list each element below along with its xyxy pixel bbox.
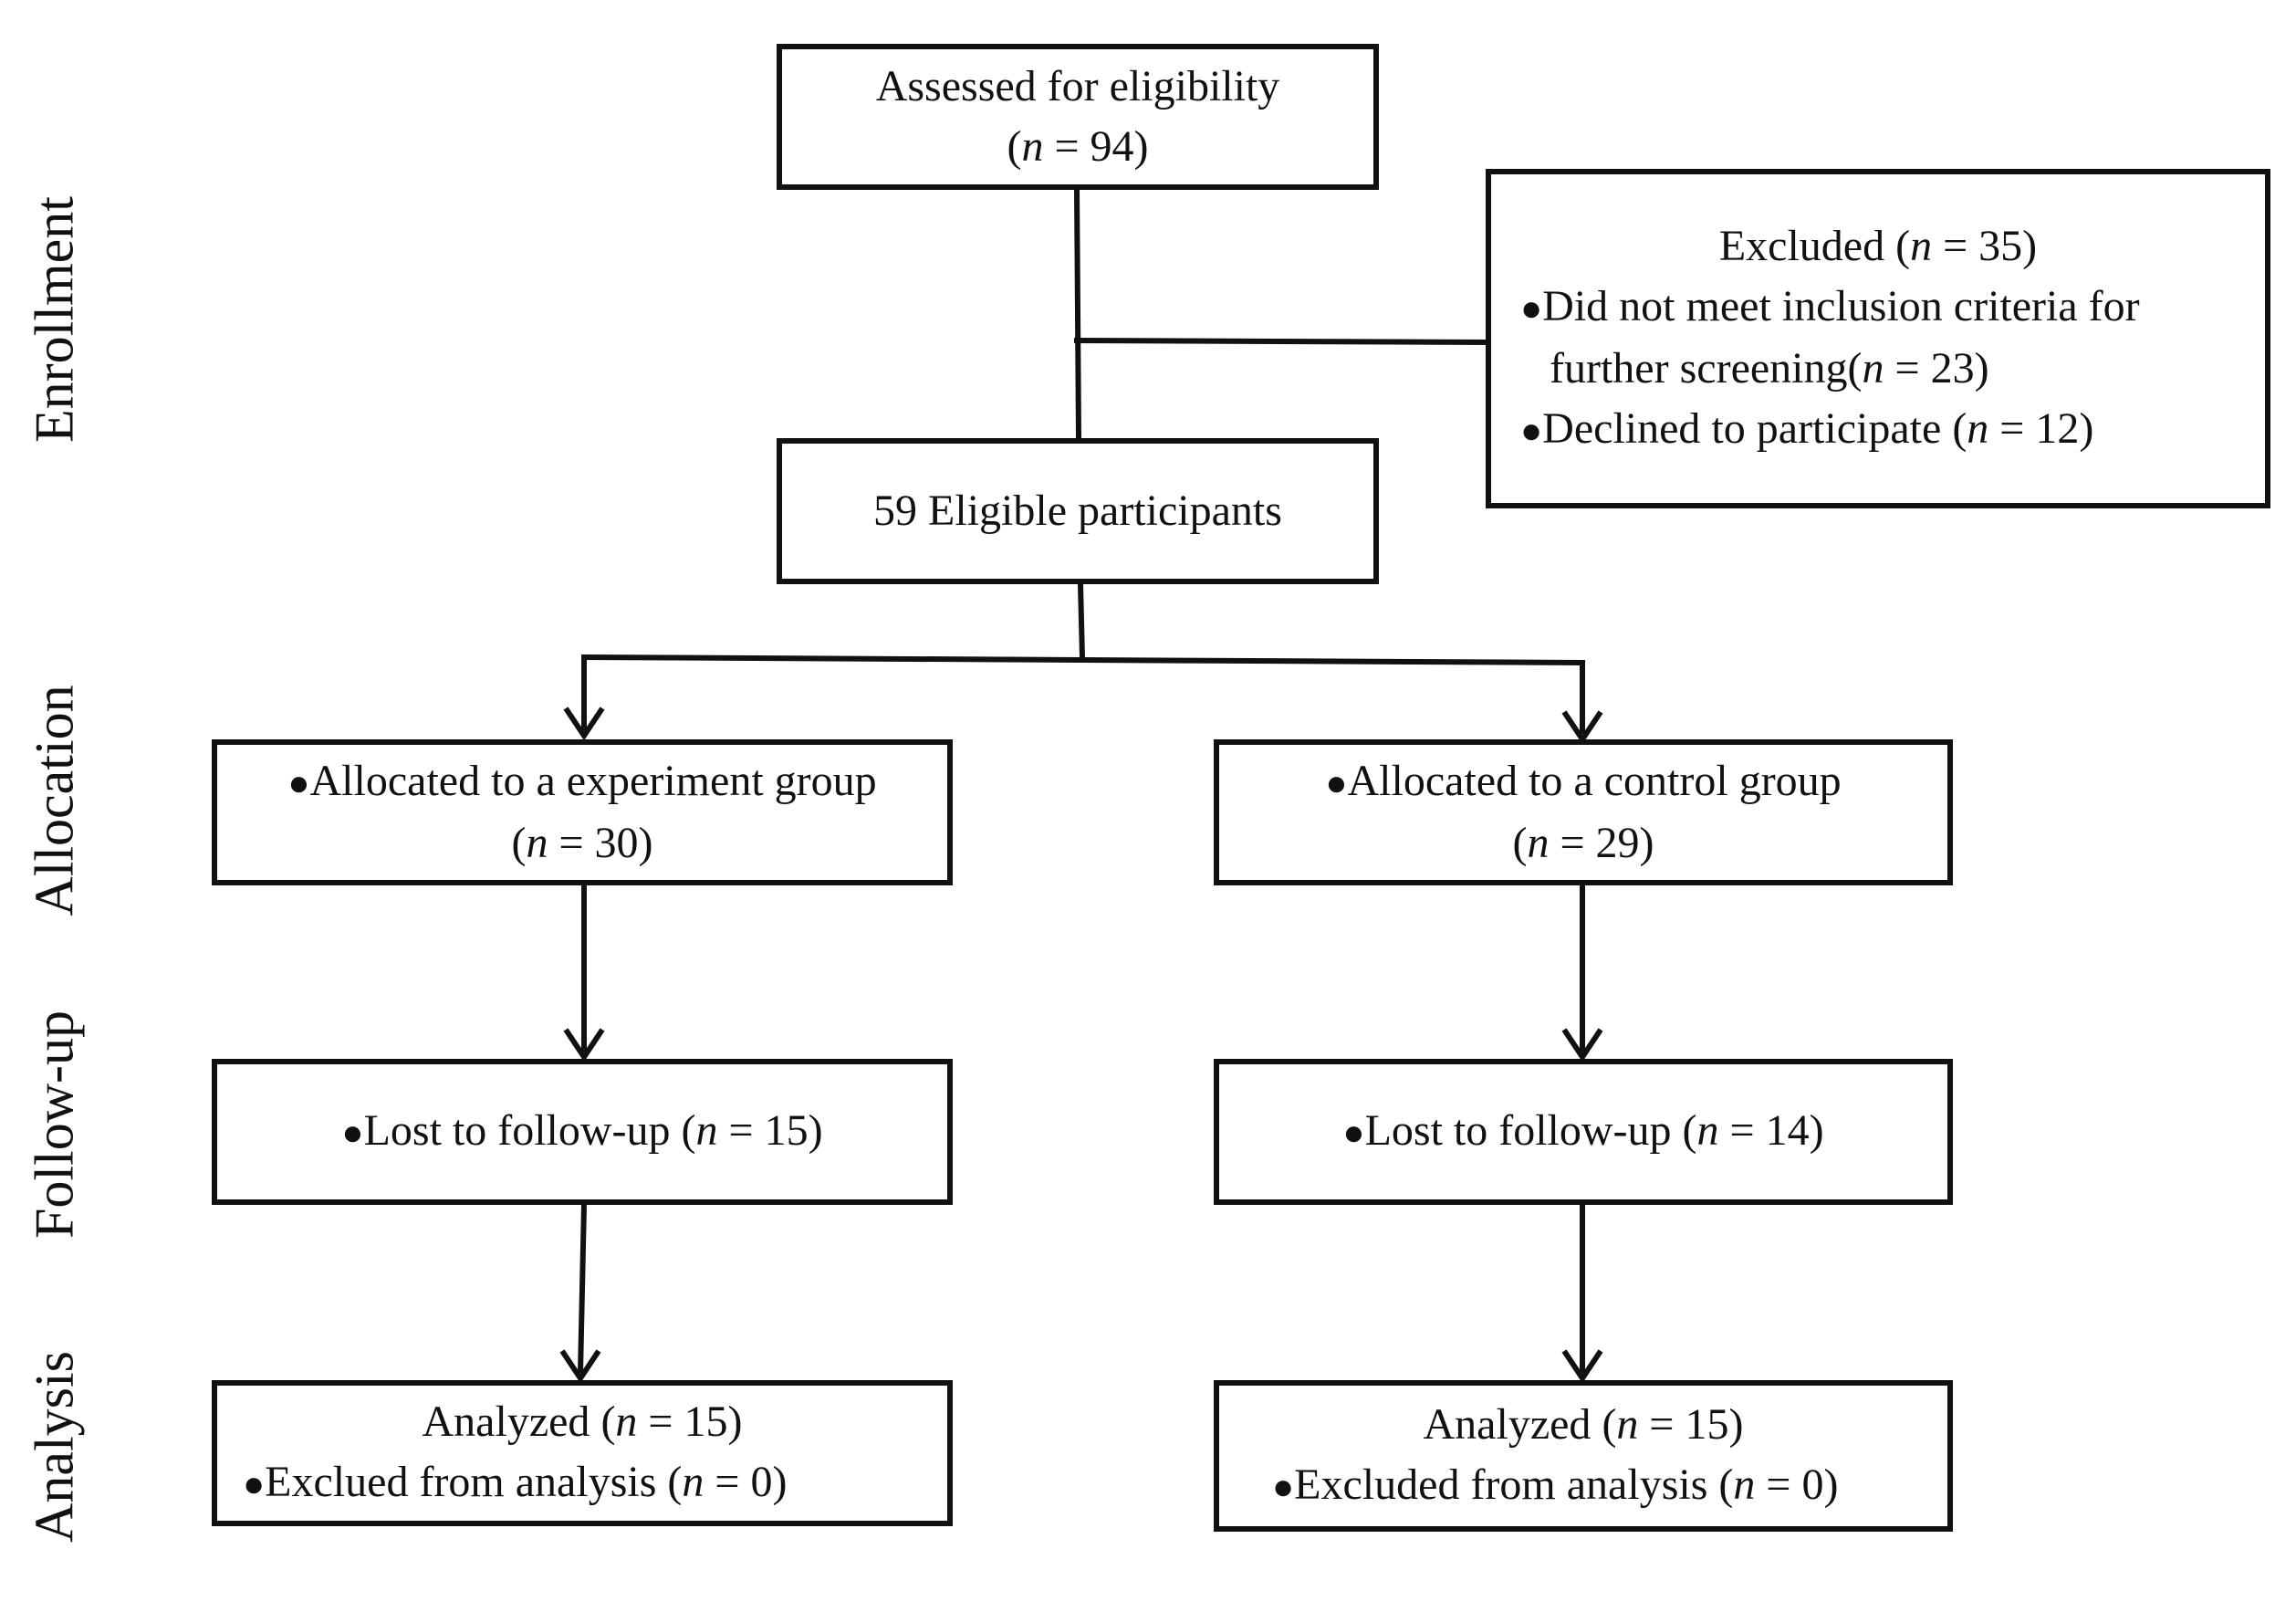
n-symbol: n: [526, 819, 548, 867]
experiment-analyzed-line: Analyzed (n = 15): [422, 1397, 743, 1446]
excluded-item-inclusion-text-b: further screening(: [1550, 344, 1863, 393]
bullet-icon: ●: [1325, 762, 1348, 803]
control-excluded-line: ●Excluded from analysis (n = 0): [1272, 1460, 1839, 1509]
control-allocated-box: ●Allocated to a control group (n = 29): [1214, 739, 1953, 885]
assessed-count-line: (n = 94): [1007, 122, 1149, 171]
excluded-declined-count: 12: [2035, 404, 2080, 453]
experiment-analyzed-label: Analyzed: [422, 1397, 590, 1446]
arrow-head-control-analyzed: [1561, 1349, 1603, 1384]
eligible-label: 59 Eligible participants: [873, 487, 1282, 535]
bullet-icon: ●: [341, 1112, 364, 1153]
n-symbol: n: [1862, 344, 1884, 393]
excluded-title: Excluded: [1718, 222, 1885, 270]
n-symbol: n: [1616, 1400, 1639, 1449]
excluded-inclusion-count: 23: [1930, 344, 1975, 393]
experiment-allocated-box: ●Allocated to a experiment group (n = 30…: [212, 739, 953, 885]
bullet-icon: ●: [1520, 288, 1543, 329]
experiment-allocated-label-line: ●Allocated to a experiment group: [217, 751, 947, 813]
assessed-box: Assessed for eligibility (n = 94): [777, 44, 1379, 190]
control-allocated-label: Allocated to a control group: [1347, 757, 1842, 805]
connector-split-bar: [580, 654, 1586, 666]
experiment-excluded-label: Exclued from analysis: [265, 1458, 657, 1506]
excluded-item-declined-text: Declined to participate: [1542, 404, 1942, 453]
arrow-head-experiment-allocated: [563, 707, 605, 741]
stage-label-enrollment: Enrollment: [24, 196, 85, 443]
bullet-icon: ●: [1342, 1112, 1365, 1153]
stage-label-analysis: Analysis: [24, 1351, 85, 1543]
connector-assessed-to-eligible: [1073, 185, 1082, 442]
experiment-allocated-label: Allocated to a experiment group: [309, 757, 877, 805]
n-symbol: n: [1733, 1460, 1756, 1509]
excluded-item-inclusion-cont: further screening(n = 23): [1550, 344, 1989, 393]
experiment-allocated-count: 30: [594, 819, 639, 867]
n-symbol: n: [695, 1106, 718, 1155]
experiment-lost-count: 15: [764, 1106, 809, 1155]
control-analyzed-count: 15: [1685, 1400, 1729, 1449]
bullet-icon: ●: [287, 762, 310, 803]
experiment-analyzed-count: 15: [684, 1397, 728, 1446]
excluded-count: 35: [1978, 222, 2023, 270]
stage-label-follow-up: Follow-up: [24, 1010, 85, 1240]
arrow-head-experiment-lost: [563, 1028, 605, 1062]
control-lost-line: ●Lost to follow-up (n = 14): [1342, 1106, 1824, 1155]
connector-eligible-to-split: [1077, 581, 1086, 662]
experiment-analysis-box: Analyzed (n = 15) ●Exclued from analysis…: [212, 1380, 953, 1526]
control-lost-box: ●Lost to follow-up (n = 14): [1214, 1059, 1953, 1205]
bullet-icon: ●: [243, 1463, 266, 1504]
n-symbol: n: [1696, 1106, 1719, 1155]
control-lost-label: Lost to follow-up: [1364, 1106, 1672, 1155]
experiment-excluded-line: ●Exclued from analysis (n = 0): [243, 1458, 788, 1506]
control-allocated-count-line: (n = 29): [1512, 819, 1654, 867]
bullet-icon: ●: [1520, 410, 1543, 451]
experiment-lost-line: ●Lost to follow-up (n = 15): [341, 1106, 823, 1155]
arrow-head-control-lost: [1561, 1028, 1603, 1062]
experiment-lost-box: ●Lost to follow-up (n = 15): [212, 1059, 953, 1205]
experiment-excluded-count: 0: [750, 1458, 773, 1506]
excluded-box: Excluded (n = 35) ●Did not meet inclusio…: [1486, 169, 2270, 508]
stage-label-allocation: Allocation: [24, 685, 85, 916]
control-allocated-count: 29: [1595, 819, 1640, 867]
n-symbol: n: [1021, 122, 1044, 171]
n-symbol: n: [1967, 404, 1989, 453]
excluded-item-inclusion: ●Did not meet inclusion criteria for: [1520, 277, 2265, 339]
control-analyzed-label: Analyzed: [1423, 1400, 1592, 1449]
n-symbol: n: [615, 1397, 638, 1446]
control-lost-count: 14: [1765, 1106, 1810, 1155]
eligible-box: 59 Eligible participants: [777, 438, 1379, 584]
connector-to-excluded: [1073, 337, 1491, 346]
arrow-experiment-lost-to-analyzed: [578, 1204, 587, 1374]
assessed-label: Assessed for eligibility: [875, 62, 1280, 110]
control-allocated-label-line: ●Allocated to a control group: [1219, 751, 1947, 813]
n-symbol: n: [1910, 222, 1933, 270]
arrow-head-experiment-analyzed: [559, 1349, 601, 1384]
control-analysis-box: Analyzed (n = 15) ●Excluded from analysi…: [1214, 1380, 1953, 1532]
control-excluded-count: 0: [1801, 1460, 1824, 1509]
control-analyzed-line: Analyzed (n = 15): [1423, 1400, 1744, 1449]
bullet-icon: ●: [1272, 1466, 1295, 1507]
control-excluded-label: Excluded from analysis: [1294, 1460, 1708, 1509]
excluded-title-line: Excluded (n = 35): [1718, 222, 2038, 270]
experiment-allocated-count-line: (n = 30): [511, 819, 653, 867]
n-symbol: n: [1527, 819, 1550, 867]
experiment-lost-label: Lost to follow-up: [363, 1106, 671, 1155]
assessed-count: 94: [1090, 122, 1134, 171]
excluded-item-inclusion-text: Did not meet inclusion criteria for: [1542, 282, 2140, 330]
excluded-item-declined: ●Declined to participate (n = 12): [1520, 404, 2094, 453]
n-symbol: n: [682, 1458, 704, 1506]
